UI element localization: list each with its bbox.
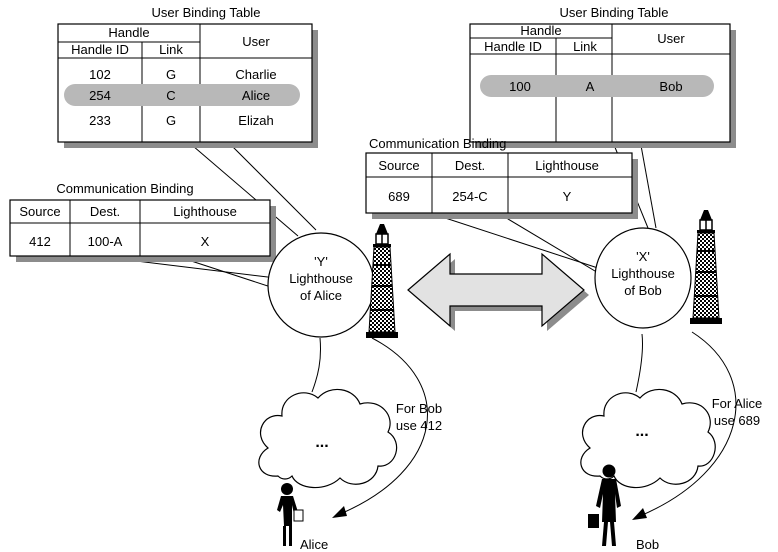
bob-hint-arrowhead (632, 508, 647, 520)
lighthouse-y-label-line1: 'Y' (314, 254, 328, 269)
lighthouse-x-circle: 'X' Lighthouse of Bob (594, 227, 692, 329)
table-cell: 412 (29, 234, 51, 249)
bob-person-icon (588, 464, 621, 546)
alice-col-user: User (242, 34, 270, 49)
alice-highlight-row-bar (64, 84, 300, 106)
table-cell: G (166, 67, 176, 82)
bob-hint-line1: For Alice (712, 396, 763, 411)
alice-comm-table-title: Communication Binding (56, 181, 193, 196)
bob-cloud-icon: ... (580, 388, 716, 489)
table-cell: 233 (89, 113, 111, 128)
table-cell: Elizah (238, 113, 273, 128)
bob-col-dest: Dest. (455, 158, 485, 173)
lighthouse-icon (366, 224, 398, 338)
double-arrow-icon (407, 252, 589, 331)
lighthouse-x-label-line2: Lighthouse (611, 266, 675, 281)
lighthouse-icon (690, 210, 722, 324)
table-cell: Alice (242, 88, 270, 103)
lighthouse-y-label-line2: Lighthouse (289, 271, 353, 286)
bob-network-dots: ... (635, 423, 648, 440)
alice-col-link: Link (159, 42, 183, 57)
table-cell: 689 (388, 189, 410, 204)
bob-col-link: Link (573, 39, 597, 54)
alice-user-binding-table: User Binding Table Handle Handle ID Link… (57, 5, 318, 148)
table-cell: A (586, 79, 595, 94)
bob-col-handle-id: Handle ID (484, 39, 542, 54)
bob-handle-group-header: Handle (520, 23, 561, 38)
table-cell: 254-C (452, 189, 487, 204)
table-cell: Charlie (235, 67, 276, 82)
lighthouse-x-label-line3: of Bob (624, 283, 662, 298)
table-cell: 100 (509, 79, 531, 94)
bob-highlight-row-bar (480, 75, 714, 97)
bob-col-source: Source (378, 158, 419, 173)
bob-person-label: Bob (636, 537, 659, 552)
bob-hint: For Alice use 689 (712, 396, 763, 428)
table-cell: 100-A (88, 234, 123, 249)
alice-person-label: Alice (300, 537, 328, 552)
bob-user-binding-table: User Binding Table Handle Handle ID Link… (469, 5, 736, 148)
alice-hint: For Bob use 412 (396, 401, 442, 433)
alice-user-table-title: User Binding Table (152, 5, 261, 20)
alice-communication-binding-table: Communication Binding Source Dest. Light… (9, 181, 276, 262)
alice-col-handle-id: Handle ID (71, 42, 129, 57)
table-cell: Y (563, 189, 572, 204)
bob-communication-binding-table: Communication Binding Source Dest. Light… (365, 136, 638, 219)
bob-hint-line2: use 689 (714, 413, 760, 428)
table-cell: Bob (659, 79, 682, 94)
alice-hint-line2: use 412 (396, 418, 442, 433)
alice-cloud-icon: ... (258, 388, 398, 489)
lighthouse-y-label-line3: of Alice (300, 288, 342, 303)
lighthouse-x-label-line1: 'X' (636, 249, 650, 264)
alice-hint-line1: For Bob (396, 401, 442, 416)
bob-col-user: User (657, 31, 685, 46)
alice-col-lighthouse: Lighthouse (173, 204, 237, 219)
alice-handle-group-header: Handle (108, 25, 149, 40)
bob-col-lighthouse: Lighthouse (535, 158, 599, 173)
alice-col-dest: Dest. (90, 204, 120, 219)
alice-network-dots: ... (315, 434, 328, 451)
bob-user-table-title: User Binding Table (560, 5, 669, 20)
alice-hint-arrowhead (332, 506, 347, 518)
table-cell: X (201, 234, 210, 249)
table-cell: 254 (89, 88, 111, 103)
bob-comm-table-title: Communication Binding (369, 136, 506, 151)
table-cell: G (166, 113, 176, 128)
lighthouse-y-circle: 'Y' Lighthouse of Alice (267, 232, 375, 338)
alice-col-source: Source (19, 204, 60, 219)
table-cell: 102 (89, 67, 111, 82)
table-cell: C (166, 88, 175, 103)
alice-person-icon (277, 483, 304, 546)
